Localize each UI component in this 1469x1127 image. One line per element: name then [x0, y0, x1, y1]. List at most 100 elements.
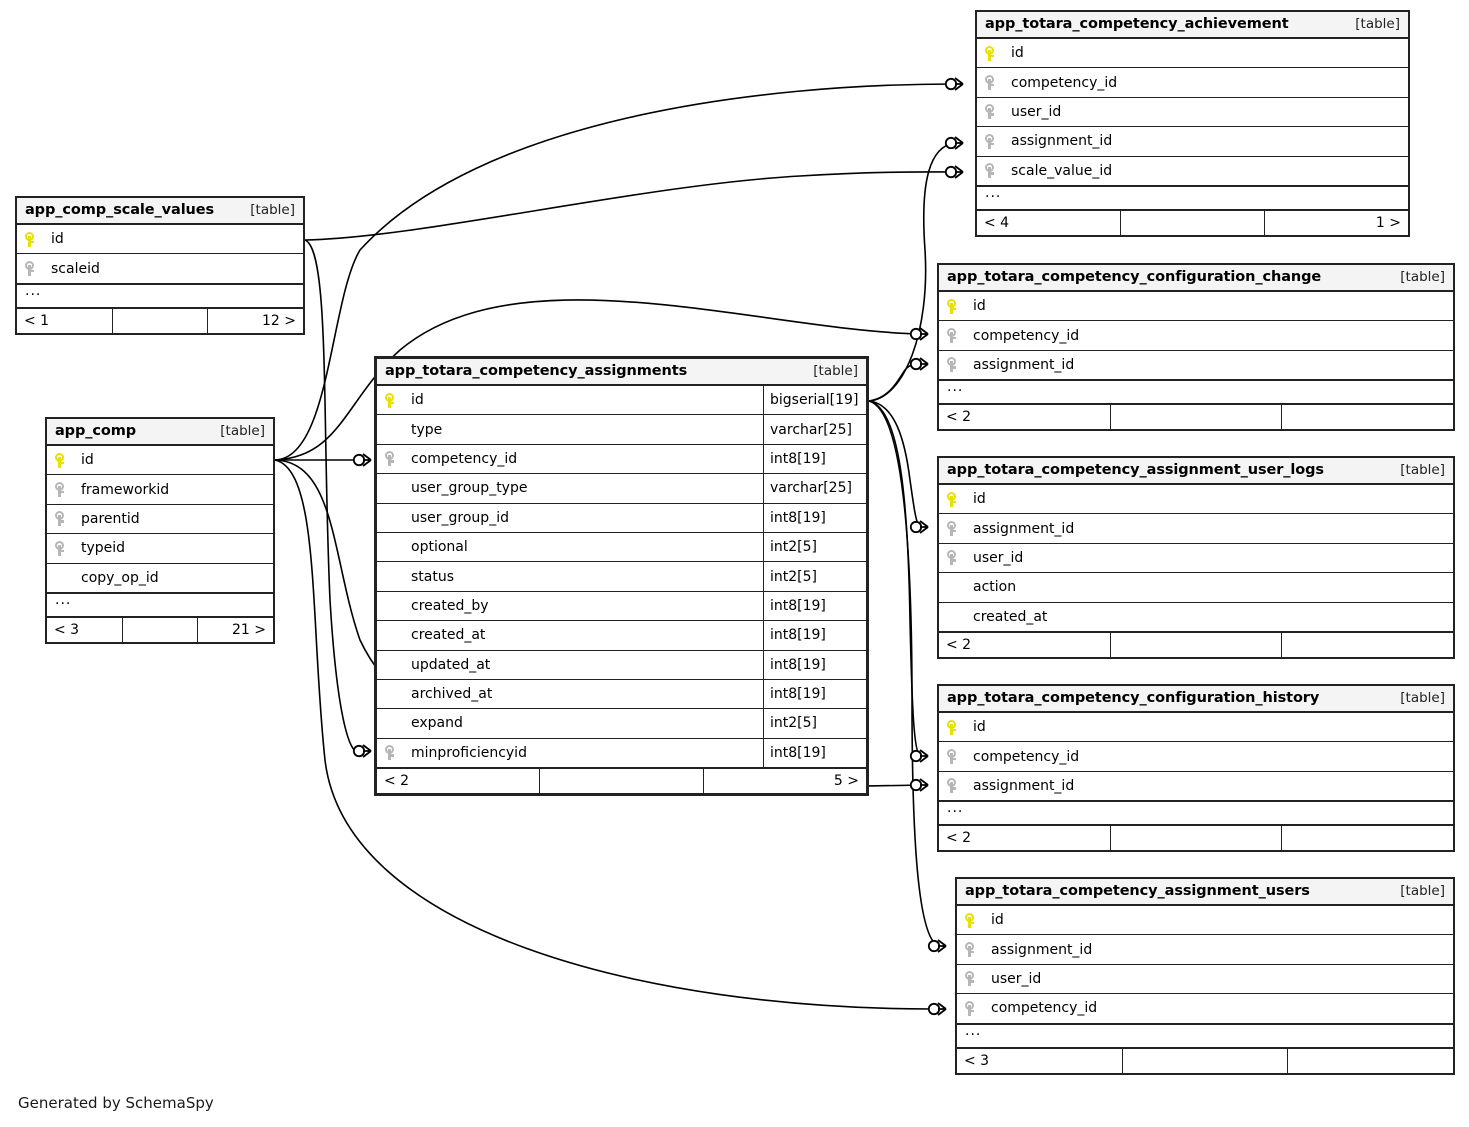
key-icon-foreign	[55, 482, 64, 498]
footer-middle	[1111, 405, 1283, 430]
key-icon-slot	[947, 719, 969, 735]
table-node-app_totara_competency_assignment_users[interactable]: app_totara_competency_assignment_users[t…	[955, 877, 1455, 1075]
table-column-row[interactable]: user_id	[957, 965, 1453, 995]
table-column-row[interactable]: id	[17, 225, 303, 255]
column-name: created_at	[411, 627, 486, 644]
key-icon-slot	[25, 231, 47, 247]
table-column-row[interactable]: id	[939, 292, 1453, 322]
key-icon-slot	[947, 550, 969, 566]
footer-middle	[1111, 632, 1283, 657]
column-name-cell: id	[377, 392, 763, 408]
column-name: status	[411, 568, 455, 585]
key-icon-slot	[985, 45, 1007, 61]
table-type-tag: [table]	[813, 363, 858, 379]
footer-middle	[123, 617, 199, 642]
column-name-cell: id	[977, 45, 1408, 61]
column-name: assignment_id	[973, 777, 1075, 794]
table-column-row[interactable]: scaleid	[17, 254, 303, 284]
column-name: frameworkid	[81, 481, 170, 498]
column-name: competency_id	[1011, 74, 1118, 91]
table-column-row[interactable]: assignment_id	[977, 127, 1408, 157]
table-column-row[interactable]: competency_id	[957, 994, 1453, 1024]
column-datatype: int8[19]	[763, 503, 866, 532]
table-column-row[interactable]: id	[939, 485, 1453, 515]
column-name: id	[1011, 45, 1024, 62]
table-column-row[interactable]: id	[47, 446, 273, 476]
table-node-app_totara_competency_achievement[interactable]: app_totara_competency_achievement[table]…	[975, 10, 1410, 237]
table-column-row[interactable]: id	[939, 713, 1453, 743]
column-datatype: varchar[25]	[763, 474, 866, 503]
table-column-row[interactable]: typeid	[47, 534, 273, 564]
table-column-row[interactable]: user_group_type varchar[25]	[377, 474, 866, 504]
key-icon-slot	[965, 942, 987, 958]
column-name-cell: assignment_id	[939, 521, 1453, 537]
key-icon-slot	[985, 104, 1007, 120]
key-icon-foreign	[965, 971, 974, 987]
table-column-row[interactable]: assignment_id	[939, 514, 1453, 544]
key-icon-slot	[385, 392, 407, 408]
key-icon-slot	[947, 749, 969, 765]
table-column-row[interactable]: created_at	[939, 603, 1453, 632]
more-columns-indicator: ...	[939, 800, 1453, 826]
table-title: app_totara_competency_assignment_users	[965, 883, 1310, 899]
table-column-row[interactable]: competency_id	[939, 742, 1453, 772]
column-name: id	[973, 719, 986, 736]
column-name: id	[81, 452, 94, 469]
table-column-row[interactable]: competency_id	[977, 68, 1408, 98]
column-name-cell: created_at	[377, 627, 763, 643]
key-icon-slot	[965, 1000, 987, 1016]
table-title: app_totara_competency_assignments	[385, 363, 688, 379]
table-column-row[interactable]: copy_op_id	[47, 564, 273, 593]
table-column-row[interactable]: assignment_id	[939, 772, 1453, 802]
key-icon-foreign	[985, 163, 994, 179]
table-column-row[interactable]: action	[939, 573, 1453, 603]
column-name: user_group_type	[411, 480, 528, 497]
column-name-cell: competency_id	[957, 1000, 1453, 1016]
table-column-row[interactable]: parentid	[47, 505, 273, 535]
table-node-app_totara_competency_assignment_user_logs[interactable]: app_totara_competency_assignment_user_lo…	[937, 456, 1455, 659]
table-type-tag: [table]	[220, 423, 265, 439]
column-name: id	[973, 298, 986, 315]
table-node-app_totara_competency_configuration_change[interactable]: app_totara_competency_configuration_chan…	[937, 263, 1455, 432]
table-column-row[interactable]: id	[977, 39, 1408, 69]
table-column-row[interactable]: frameworkid	[47, 475, 273, 505]
key-icon-slot	[385, 745, 407, 761]
column-datatype: bigserial[19]	[763, 386, 866, 415]
table-column-row[interactable]: assignment_id	[957, 935, 1453, 965]
column-name-cell: assignment_id	[939, 357, 1453, 373]
table-node-app_totara_competency_assignments[interactable]: app_totara_competency_assignments [table]…	[374, 356, 869, 797]
column-name: user_id	[1011, 103, 1062, 120]
table-column-row[interactable]: user_id	[977, 98, 1408, 128]
key-icon-foreign	[947, 521, 956, 537]
key-icon-foreign	[965, 1000, 974, 1016]
table-column-row[interactable]: assignment_id	[939, 351, 1453, 381]
table-node-app_totara_competency_configuration_history[interactable]: app_totara_competency_configuration_hist…	[937, 684, 1455, 853]
more-columns-indicator: ...	[47, 592, 273, 617]
column-name: user_group_id	[411, 509, 509, 526]
table-column-row[interactable]: user_group_id int8[19]	[377, 503, 866, 533]
table-column-row[interactable]: competency_id	[939, 321, 1453, 351]
key-icon-slot	[947, 357, 969, 373]
column-name-cell: user_group_id	[377, 510, 763, 526]
column-name: expand	[411, 715, 463, 732]
table-type-tag: [table]	[1355, 16, 1400, 32]
column-name: typeid	[81, 540, 126, 557]
table-column-row[interactable]: scale_value_id	[977, 157, 1408, 186]
table-type-tag: [table]	[1400, 269, 1445, 285]
table-column-row[interactable]: user_id	[939, 544, 1453, 574]
table-column-row[interactable]: id	[957, 906, 1453, 936]
footer-incoming-count: < 3	[47, 617, 123, 642]
